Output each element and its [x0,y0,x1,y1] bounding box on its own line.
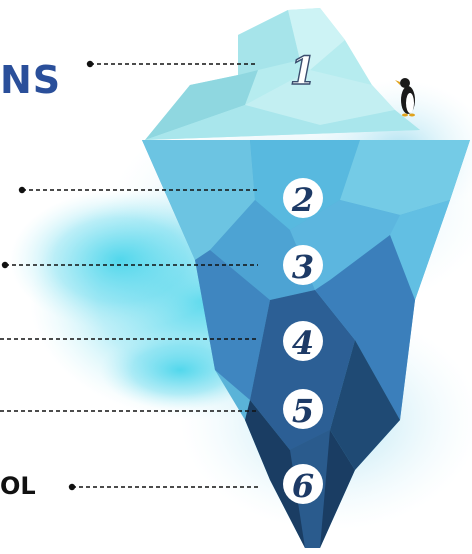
svg-text:2: 2 [291,181,314,219]
level-6-number: 6 [283,464,323,505]
leader-dot-1 [86,60,94,68]
bottom-label-fragment: OL [0,472,36,500]
leader-dot-6 [68,483,76,491]
level-2-number: 2 [283,178,323,219]
leader-dot-2 [18,186,26,194]
svg-text:6: 6 [292,467,314,505]
iceberg-tip [145,8,420,140]
level-numbers: 1 2 3 4 5 6 [283,47,323,505]
top-label-fragment: NS [0,58,62,102]
svg-text:3: 3 [292,248,314,286]
leader-dots [1,60,94,491]
svg-text:1: 1 [290,48,316,93]
leader-lines [0,63,258,488]
svg-text:4: 4 [292,324,314,362]
svg-text:5: 5 [292,392,314,430]
level-5-number: 5 [283,389,323,430]
leader-dot-3 [1,261,9,269]
level-1-number: 1 [289,47,317,93]
level-3-number: 3 [283,245,323,286]
penguin-icon [395,78,415,117]
level-4-number: 4 [283,321,323,362]
